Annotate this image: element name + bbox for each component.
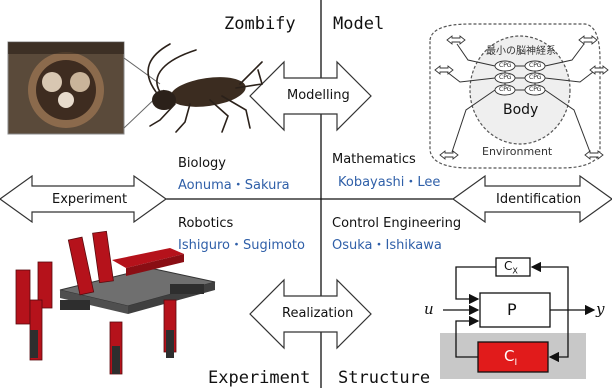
neural-model-diagram (429, 23, 609, 169)
field-biology: Biology (178, 156, 226, 171)
output-y-label: y (596, 300, 605, 318)
neural-connections (446, 43, 594, 153)
hexapod-robot (15, 230, 216, 375)
realization-arrow (249, 278, 372, 350)
field-control-engineering: Control Engineering (332, 216, 462, 231)
title-model: Model (333, 14, 385, 34)
ci-label: CI (504, 347, 517, 368)
cx-label: CX (504, 259, 518, 275)
cpg-label-1: CPG (499, 62, 512, 69)
identification-label: Identification (496, 192, 582, 207)
title-zombify: Zombify (224, 14, 296, 34)
control-engineering-people: Osuka・Ishikawa (332, 238, 442, 253)
body-label: Body (503, 102, 539, 118)
identification-arrow (451, 174, 612, 224)
plant-label: P (507, 300, 517, 319)
title-structure: Structure (338, 368, 431, 388)
plant-block (479, 292, 551, 328)
experiment-label: Experiment (52, 192, 128, 207)
experiment-arrow (0, 174, 168, 224)
environment-boundary (429, 23, 601, 169)
robotics-people: Ishiguro・Sugimoto (178, 238, 305, 253)
biology-people: Aonuma・Sakura (178, 178, 290, 193)
cricket-illustration (147, 43, 264, 133)
cx-subscript: X (512, 266, 518, 276)
field-robotics: Robotics (178, 216, 234, 231)
input-u-label: u (424, 300, 434, 318)
cpg-label-2: CPG (529, 62, 542, 69)
modelling-arrow (249, 60, 372, 132)
zoom-line-1 (123, 57, 161, 85)
cpg-label-4: CPG (529, 74, 542, 81)
ci-subscript: I (514, 358, 518, 368)
environment-label: Environment (482, 145, 553, 158)
cpg-label-3: CPG (499, 74, 512, 81)
mathematics-people: Kobayashi・Lee (338, 175, 441, 190)
model-caption: 最小の脳神経系 (486, 46, 556, 57)
cx-main: C (504, 259, 513, 273)
cpg-label-5: CPG (499, 86, 512, 93)
limb-arrows (434, 35, 609, 160)
cpg-label-6: CPG (529, 86, 542, 93)
cricket-photo (7, 41, 125, 135)
realization-label: Realization (282, 306, 354, 321)
control-block-diagram (440, 257, 596, 379)
title-experiment: Experiment (208, 368, 311, 388)
modelling-label: Modelling (287, 88, 350, 103)
ci-main: C (504, 347, 515, 365)
field-mathematics: Mathematics (332, 152, 416, 167)
